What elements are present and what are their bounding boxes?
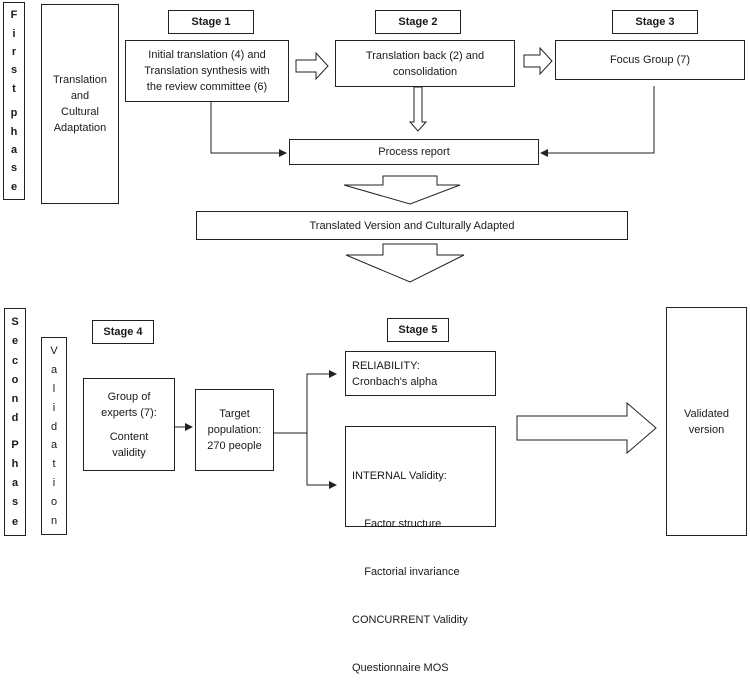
phase-char: n xyxy=(11,393,19,406)
arrow-target-to-reliability xyxy=(306,370,337,433)
box-line: INTERNAL Validity: xyxy=(352,470,447,482)
stage-4-label: Stage 4 xyxy=(92,320,154,344)
arrow-stage2-to-report xyxy=(408,86,428,132)
validation-char: n xyxy=(50,515,58,528)
phase-char: a xyxy=(11,477,19,490)
validation-char: d xyxy=(50,420,58,433)
title-line: Adaptation xyxy=(53,122,107,134)
translated-version-text: Translated Version and Culturally Adapte… xyxy=(309,219,515,232)
line-stage3-to-report xyxy=(540,86,655,157)
phase-char: r xyxy=(11,45,17,58)
box-line: experts (7): xyxy=(101,406,157,419)
process-report-box: Process report xyxy=(289,139,539,165)
stage-4-text: Stage 4 xyxy=(103,326,143,338)
phase-char: i xyxy=(12,27,16,40)
phase-char: e xyxy=(10,180,18,193)
stage-1-text: Stage 1 xyxy=(191,16,231,28)
connector-lines xyxy=(175,46,657,489)
translated-version-box: Translated Version and Culturally Adapte… xyxy=(196,211,628,240)
line-stage1-to-report xyxy=(210,102,287,157)
phase-char: h xyxy=(11,457,19,470)
validation-char: a xyxy=(50,363,58,376)
box-line: 270 people xyxy=(207,440,262,452)
box-line: consolidation xyxy=(392,65,458,78)
validation-char: l xyxy=(52,382,56,395)
stage-2-text: Stage 2 xyxy=(398,16,438,28)
phase-char: d xyxy=(11,412,19,425)
phase-char: p xyxy=(10,107,18,120)
box-line: Initial translation (4) and xyxy=(148,49,266,61)
box-line: Translation back (2) and xyxy=(365,49,485,62)
box-line: Group of xyxy=(107,390,151,403)
box-line: Factor structure xyxy=(352,518,442,530)
box-line: Translation synthesis with xyxy=(144,65,270,77)
validation-char: i xyxy=(52,401,56,414)
phase-char: c xyxy=(11,354,19,367)
title-line: and xyxy=(70,90,90,102)
validation-char: t xyxy=(52,458,56,471)
focus-group-text: Focus Group (7) xyxy=(609,54,691,66)
box-line: Target xyxy=(219,408,250,420)
phase-char: o xyxy=(11,373,19,386)
reliability-box: RELIABILITY: Cronbach's alpha xyxy=(345,351,496,396)
phase-char: a xyxy=(10,143,18,156)
first-phase-label: F i r s t p h a s e xyxy=(3,2,25,200)
phase-char: s xyxy=(10,64,18,77)
target-population-box: Target population: 270 people xyxy=(195,389,274,471)
box-line: Content xyxy=(109,430,149,443)
phase-char: h xyxy=(10,125,18,138)
phase-char: F xyxy=(10,9,18,22)
stage-5-text: Stage 5 xyxy=(398,324,438,336)
stage-5-label: Stage 5 xyxy=(387,318,449,342)
validation-char: V xyxy=(50,344,58,357)
down-arrow-report-to-translated xyxy=(343,175,461,205)
process-report-text: Process report xyxy=(378,146,450,158)
phase-char: S xyxy=(11,316,19,329)
block-arrow-to-validated xyxy=(516,401,657,455)
phase-char: e xyxy=(11,515,19,528)
validation-char: o xyxy=(50,496,58,509)
phase-char: s xyxy=(10,162,18,175)
focus-group-box: Focus Group (7) xyxy=(555,40,745,80)
translation-back-box: Translation back (2) and consolidation xyxy=(335,40,515,87)
validation-char: a xyxy=(50,439,58,452)
box-line: validity xyxy=(112,446,146,459)
box-line: Questionnaire MOS xyxy=(352,662,449,674)
title-line: Cultural xyxy=(61,106,99,118)
validation-label: V a l i d a t i o n xyxy=(41,337,67,535)
validated-version-box: Validated version xyxy=(666,307,747,536)
box-line: version xyxy=(688,423,725,436)
phase-char: s xyxy=(11,496,19,509)
block-arrow-stage1-to-stage2 xyxy=(295,51,329,81)
stage-3-label: Stage 3 xyxy=(612,10,698,34)
internal-validity-box: INTERNAL Validity: Factor structure Fact… xyxy=(345,426,496,674)
second-phase-label: S e c o n d P h a s e xyxy=(4,308,26,536)
group-of-experts-box: Group of experts (7): Content validity xyxy=(83,378,175,471)
stage-2-label: Stage 2 xyxy=(375,10,461,34)
stage-3-text: Stage 3 xyxy=(635,16,675,28)
box-line: population: xyxy=(207,424,262,436)
box-line: Cronbach's alpha xyxy=(352,376,438,388)
phase-char: P xyxy=(11,438,19,451)
box-line: CONCURRENT Validity xyxy=(352,614,468,626)
stage-1-label: Stage 1 xyxy=(168,10,254,34)
title-line: Translation xyxy=(52,74,107,86)
box-line: RELIABILITY: xyxy=(352,360,420,372)
down-arrow-translated-to-second-phase xyxy=(345,243,465,283)
box-line: Factorial invariance xyxy=(352,566,460,578)
validation-char: i xyxy=(52,477,56,490)
block-arrow-stage2-to-stage3 xyxy=(523,46,553,76)
initial-translation-box: Initial translation (4) and Translation … xyxy=(125,40,289,102)
phase-char: e xyxy=(11,335,19,348)
translation-cultural-adaptation-box: Translation and Cultural Adaptation xyxy=(41,4,119,204)
arrow-target-to-internal xyxy=(306,433,337,489)
box-line: the review committee (6) xyxy=(146,81,268,93)
phase-char: t xyxy=(12,82,16,95)
box-line: Validated xyxy=(683,407,730,420)
